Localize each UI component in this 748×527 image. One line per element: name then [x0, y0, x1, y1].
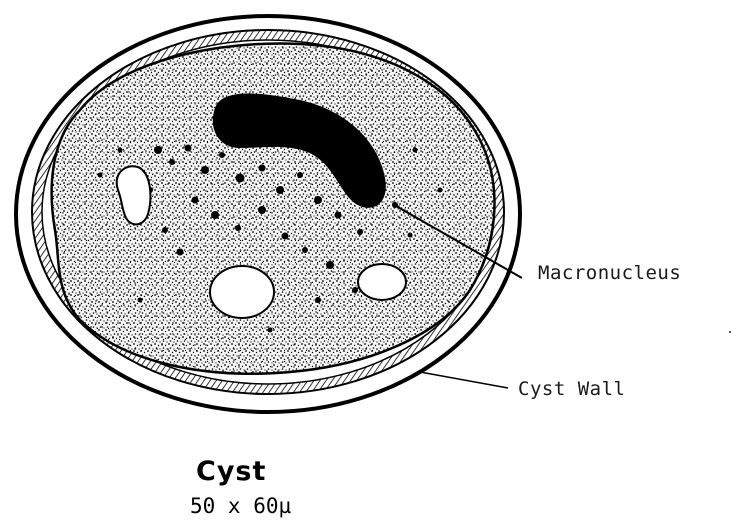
figure-caption-size: 50 x 60µ [190, 494, 291, 518]
macronucleus-label: Macronucleus [538, 262, 681, 284]
stray-speck [729, 331, 731, 333]
cytoplasm-texture [52, 44, 495, 374]
figure-caption-title: Cyst [196, 456, 266, 487]
food-vacuole-large [210, 266, 274, 318]
cyst-wall-leader-line [420, 372, 508, 388]
food-vacuole-small [358, 264, 406, 300]
cyst-wall-label: Cyst Wall [518, 378, 625, 400]
